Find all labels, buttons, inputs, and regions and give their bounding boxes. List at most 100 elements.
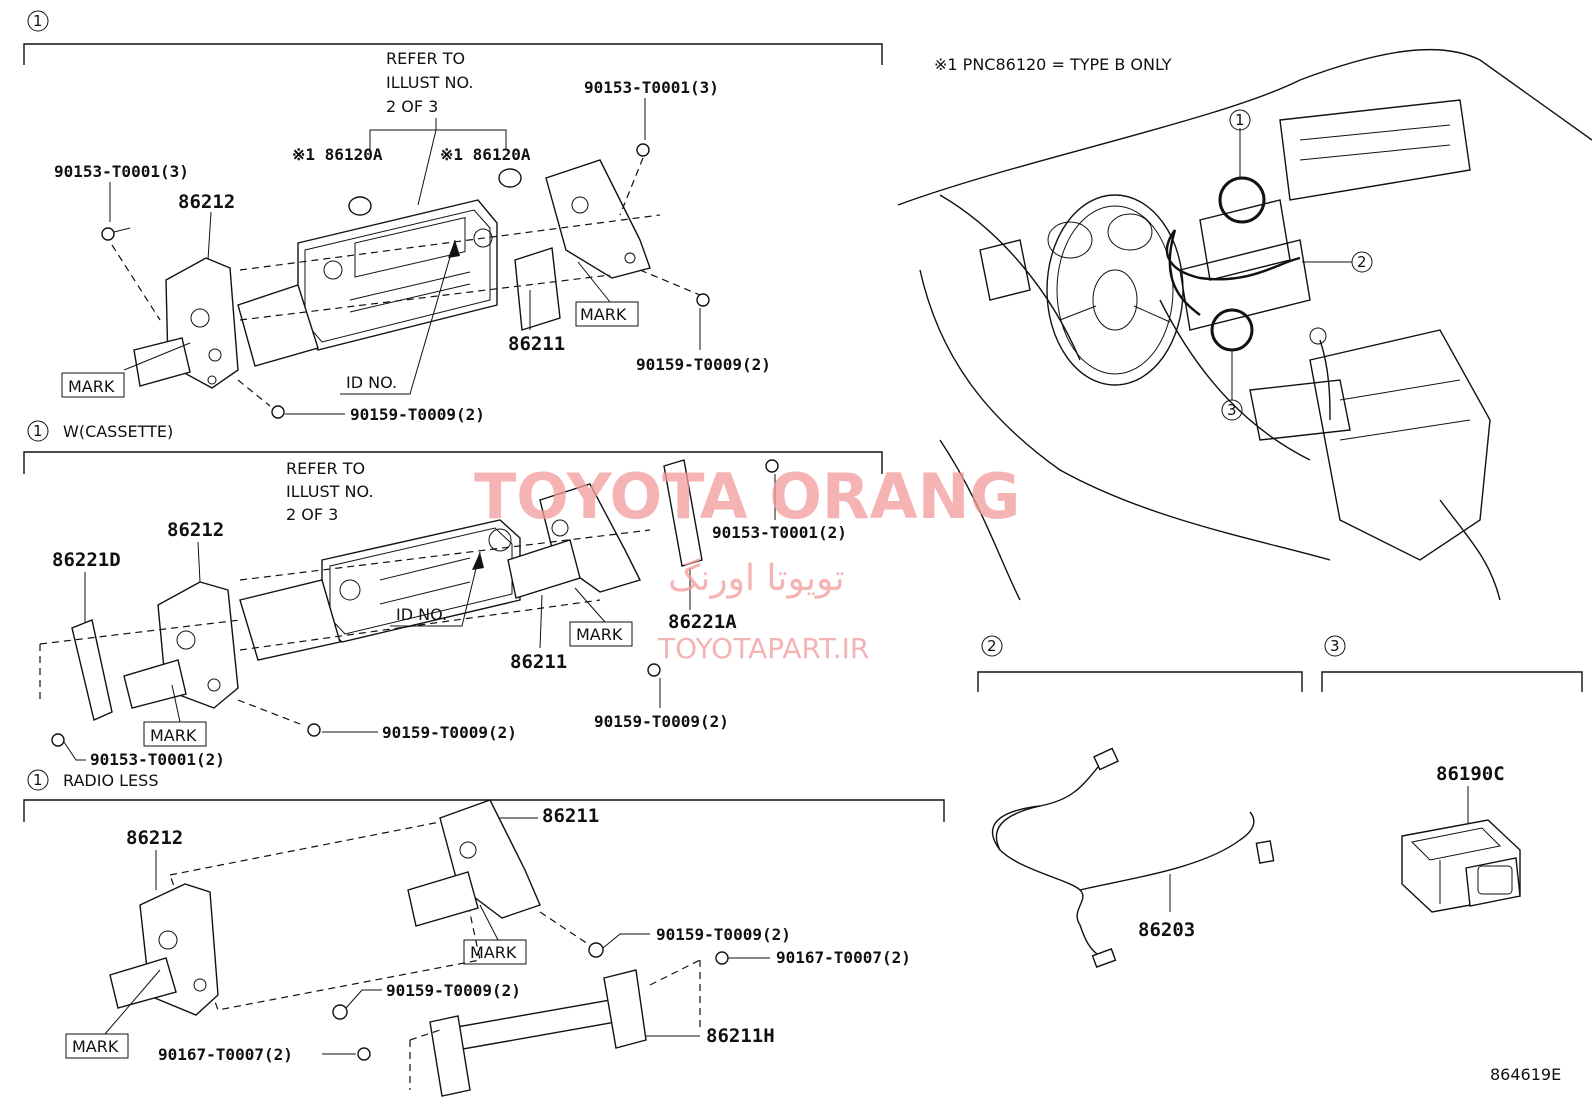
s3-label-90167-right: 90167-T0007(2)	[776, 948, 911, 967]
section-2-bracket	[23, 451, 883, 474]
s3-screw-90167-right	[715, 951, 729, 965]
s1-side-panel	[514, 247, 561, 331]
s1-label-86120a-left: ※1 86120A	[292, 145, 383, 164]
section-1-marker: 1	[33, 12, 43, 30]
dashboard-view: 1 2 3	[897, 48, 1592, 601]
s2-screw-90153-left	[51, 733, 65, 747]
section-1-radio: 1 REFER TO ILLUST NO. 2 OF 3 ※1 86120A ※…	[23, 10, 883, 424]
s1-label-86211: 86211	[508, 333, 565, 355]
s2-refer-line1: REFER TO	[286, 459, 365, 478]
s2-screw-90159-right	[647, 663, 661, 677]
s1-bracket-86211	[545, 159, 651, 279]
section-wire-bracket	[977, 671, 1303, 692]
s1-refer-line3: 2 OF 3	[386, 97, 438, 116]
s2-refer-line2: ILLUST NO.	[286, 482, 373, 501]
wire-connector-bottom	[1091, 948, 1117, 968]
section-1-bracket	[23, 43, 883, 65]
s1-mark-right: MARK	[580, 305, 627, 324]
s3-label-86212: 86212	[126, 827, 183, 849]
s3-crossbar-end-left	[429, 1015, 471, 1097]
s3-screw-90167-left	[357, 1047, 371, 1061]
section-switch: 3 86190C	[1321, 635, 1583, 913]
dash-callout-1: 1	[1235, 111, 1245, 129]
s1-label-86120a-right: ※1 86120A	[440, 145, 531, 164]
s2-radio-unit	[321, 519, 521, 643]
s1-label-90153-left: 90153-T0001(3)	[54, 162, 189, 181]
watermark-line1: TOYOTA ORANG	[474, 460, 1020, 533]
s1-label-90153-top-right: 90153-T0001(3)	[584, 78, 719, 97]
wire-connector-right	[1255, 840, 1275, 864]
s2-bracket-tab	[123, 659, 187, 709]
s2-label-90153-left: 90153-T0001(2)	[90, 750, 225, 769]
s1-knob-left	[348, 196, 372, 216]
s1-radio-body	[237, 284, 319, 367]
s3-label-86211: 86211	[542, 805, 599, 827]
s2-label-86221a: 86221A	[668, 611, 737, 633]
section-wire-marker: 2	[987, 637, 997, 655]
s3-screw-90159-left	[332, 1004, 348, 1020]
watermark-line2: تویوتا اورنگ	[668, 557, 845, 599]
s2-label-86212: 86212	[167, 519, 224, 541]
s2-mark-left: MARK	[150, 726, 197, 745]
dash-callout-2: 2	[1357, 253, 1367, 271]
steering-wheel	[1046, 194, 1184, 386]
s2-label-90159-mid: 90159-T0009(2)	[382, 723, 517, 742]
dash-radio-location	[1218, 176, 1266, 224]
watermark-line3: TOYOTAPART.IR	[657, 632, 869, 665]
s1-refer-line1: REFER TO	[386, 49, 465, 68]
section-3-radio-less: 1 RADIO LESS 86212 MARK 86211 MARK 90159…	[23, 769, 945, 1097]
section-wire: 2 86203	[977, 635, 1303, 968]
s3-label-90159-right: 90159-T0009(2)	[656, 925, 791, 944]
s2-label-86211: 86211	[510, 651, 567, 673]
s3-label-90167-left: 90167-T0007(2)	[158, 1045, 293, 1064]
s1-refer-line2: ILLUST NO.	[386, 73, 473, 92]
section-3-title: RADIO LESS	[63, 771, 158, 790]
section-2-title: W(CASSETTE)	[63, 422, 173, 441]
s3-crossbar-86211h	[439, 999, 617, 1053]
s2-trim-86221d	[71, 619, 113, 721]
section-2-marker: 1	[33, 422, 43, 440]
s1-id-no: ID NO.	[346, 373, 397, 392]
s1-screw-90153-left	[101, 227, 115, 241]
s3-label-90159-left: 90159-T0009(2)	[386, 981, 521, 1000]
wire-connector-top	[1093, 747, 1119, 771]
s2-screw-90153-right	[765, 459, 779, 473]
s2-label-90153-right: 90153-T0001(2)	[712, 523, 847, 542]
s1-bracket-tab	[133, 337, 191, 387]
s3-bracket-86211-tab	[407, 871, 479, 927]
section-3-marker: 1	[33, 771, 43, 789]
wire-86203	[991, 761, 1103, 957]
s1-knob-right	[498, 168, 522, 188]
section-2-cassette: 1 W(CASSETTE) REFER TO ILLUST NO. 2 OF 3…	[23, 420, 883, 769]
s3-mark-right: MARK	[470, 943, 517, 962]
s1-screw-90159-bottom	[271, 405, 285, 419]
s3-crossbar-end-right	[603, 969, 647, 1049]
s2-label-90159-right: 90159-T0009(2)	[594, 712, 729, 731]
s2-bracket-86211-tab	[507, 539, 581, 599]
s3-mark-left: MARK	[72, 1037, 119, 1056]
s2-trim-86221a	[663, 459, 703, 567]
s2-id-no: ID NO.	[396, 605, 447, 624]
s3-screw-90159-right	[588, 942, 604, 958]
section-3-bracket	[23, 799, 945, 822]
s2-label-86221d: 86221D	[52, 549, 121, 571]
diagram-id: 864619E	[1490, 1065, 1561, 1084]
dash-switch-location	[1210, 308, 1254, 352]
switch-label-86190c: 86190C	[1436, 763, 1505, 785]
s1-label-86212: 86212	[178, 191, 235, 213]
s1-screw-90153-top	[636, 143, 650, 157]
s3-label-86211h: 86211H	[706, 1025, 775, 1047]
s1-screw-90159-right	[696, 293, 710, 307]
type-note: ※1 PNC86120 = TYPE B ONLY	[934, 55, 1172, 74]
s2-screw-90159-mid	[307, 723, 321, 737]
section-switch-bracket	[1321, 671, 1583, 692]
s1-label-90159-bottom: 90159-T0009(2)	[350, 405, 485, 424]
section-switch-marker: 3	[1330, 637, 1340, 655]
s1-label-90159-right: 90159-T0009(2)	[636, 355, 771, 374]
s2-mark-right: MARK	[576, 625, 623, 644]
dash-callout-3: 3	[1227, 401, 1237, 419]
s1-radio-unit	[297, 199, 498, 351]
switch-86190c	[1401, 819, 1521, 913]
